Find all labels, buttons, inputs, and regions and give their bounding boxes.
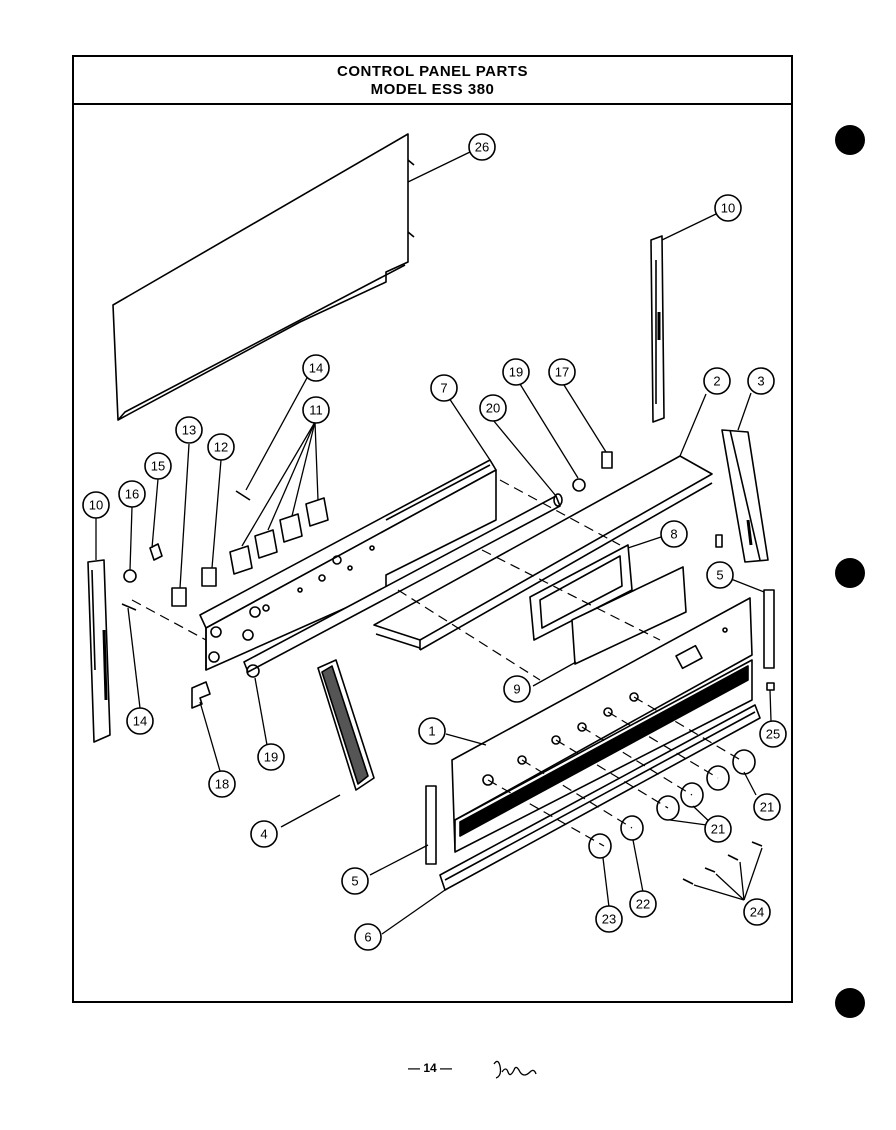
callout-label: 15 bbox=[151, 459, 165, 474]
glass-part bbox=[571, 566, 687, 665]
window-frame-part bbox=[529, 544, 633, 641]
top-trim-channel-part bbox=[373, 455, 713, 651]
callout-25: 25 bbox=[759, 720, 787, 748]
callout-21-right: 21 bbox=[753, 793, 781, 821]
callout-17: 17 bbox=[548, 358, 576, 386]
callout-7: 7 bbox=[430, 374, 458, 402]
callout-16: 16 bbox=[118, 480, 146, 508]
callout-label: 2 bbox=[713, 374, 720, 389]
callout-label: 23 bbox=[602, 912, 616, 927]
handwritten-mark bbox=[493, 1060, 537, 1079]
trim-strip-part bbox=[425, 589, 775, 865]
switch-group-part bbox=[229, 497, 329, 575]
binder-hole bbox=[835, 988, 865, 1018]
callout-19-top: 19 bbox=[502, 358, 530, 386]
right-side-strip-part bbox=[650, 235, 665, 423]
callout-5-right: 5 bbox=[706, 561, 734, 589]
callout-label: 10 bbox=[721, 201, 735, 216]
callout-19-bottom: 19 bbox=[257, 743, 285, 771]
binder-hole bbox=[835, 558, 865, 588]
callout-22: 22 bbox=[629, 890, 657, 918]
callout-label: 26 bbox=[475, 140, 489, 155]
callout-label: 11 bbox=[309, 403, 323, 418]
left-side-strip-part bbox=[87, 559, 111, 743]
callout-2: 2 bbox=[703, 367, 731, 395]
callout-label: 6 bbox=[364, 930, 371, 945]
callout-1: 1 bbox=[418, 717, 446, 745]
callout-label: 12 bbox=[214, 440, 228, 455]
callout-label: 18 bbox=[215, 777, 229, 792]
callout-21-left: 21 bbox=[704, 815, 732, 843]
callout-label: 8 bbox=[670, 527, 677, 542]
diagram-frame: CONTROL PANEL PARTS MODEL ESS 380 bbox=[72, 55, 793, 1003]
callout-label: 24 bbox=[750, 905, 764, 920]
callout-label: 9 bbox=[513, 682, 520, 697]
callout-label: 16 bbox=[125, 487, 139, 502]
lower-grommet-part bbox=[246, 664, 260, 678]
callout-15: 15 bbox=[144, 452, 172, 480]
callout-label: 19 bbox=[509, 365, 523, 380]
callout-label: 25 bbox=[766, 727, 780, 742]
callout-6: 6 bbox=[354, 923, 382, 951]
callout-4: 4 bbox=[250, 820, 278, 848]
callout-18: 18 bbox=[208, 770, 236, 798]
main-control-panel-part bbox=[451, 597, 753, 853]
end-cap-part bbox=[715, 429, 769, 563]
callout-label: 14 bbox=[133, 714, 147, 729]
callout-label: 21 bbox=[711, 822, 725, 837]
callout-label: 5 bbox=[351, 874, 358, 889]
callout-14-top: 14 bbox=[302, 354, 330, 382]
binder-hole bbox=[835, 125, 865, 155]
callout-label: 13 bbox=[182, 423, 196, 438]
bottom-trim-part bbox=[439, 704, 761, 891]
callout-3: 3 bbox=[747, 367, 775, 395]
callout-11: 11 bbox=[302, 396, 330, 424]
callout-20: 20 bbox=[479, 394, 507, 422]
page-number: — 14 — bbox=[408, 1061, 453, 1075]
callout-9: 9 bbox=[503, 675, 531, 703]
callout-label: 7 bbox=[440, 381, 447, 396]
callout-label: 1 bbox=[428, 724, 435, 739]
callout-label: 5 bbox=[716, 568, 723, 583]
callout-10-right: 10 bbox=[714, 194, 742, 222]
callout-8: 8 bbox=[660, 520, 688, 548]
callout-10-left: 10 bbox=[82, 491, 110, 519]
callout-label: 22 bbox=[636, 897, 650, 912]
model-subtitle: MODEL ESS 380 bbox=[370, 81, 495, 98]
callout-14-bottom: 14 bbox=[126, 707, 154, 735]
callout-label: 3 bbox=[757, 374, 764, 389]
callout-label: 14 bbox=[309, 361, 323, 376]
pin-group bbox=[682, 682, 775, 885]
callout-label: 17 bbox=[555, 365, 569, 380]
callout-23: 23 bbox=[595, 905, 623, 933]
callout-12: 12 bbox=[207, 433, 235, 461]
page-title: CONTROL PANEL PARTS bbox=[337, 63, 528, 80]
assembly-lines bbox=[131, 479, 745, 847]
clip-and-grommet-part bbox=[572, 451, 613, 492]
callout-label: 21 bbox=[760, 800, 774, 815]
callout-5-left: 5 bbox=[341, 867, 369, 895]
callout-label: 19 bbox=[264, 750, 278, 765]
callout-13: 13 bbox=[175, 416, 203, 444]
small-clips-part bbox=[121, 490, 251, 611]
callout-26: 26 bbox=[468, 133, 496, 161]
callout-label: 20 bbox=[486, 401, 500, 416]
rear-panel-part bbox=[112, 133, 415, 421]
leader-lines bbox=[95, 151, 772, 935]
filter-grille-part bbox=[317, 659, 375, 791]
callout-label: 4 bbox=[260, 827, 267, 842]
switch-bracket-part bbox=[199, 459, 497, 671]
callout-label: 10 bbox=[89, 498, 103, 513]
title-box: CONTROL PANEL PARTS MODEL ESS 380 bbox=[74, 57, 791, 105]
callout-24: 24 bbox=[743, 898, 771, 926]
bracket-part bbox=[191, 681, 211, 709]
